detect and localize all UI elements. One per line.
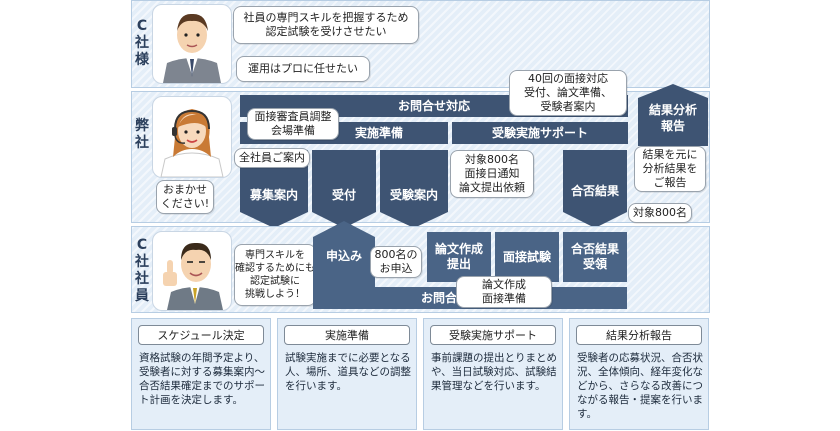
reception-label: 受付 [331,188,356,202]
interview-support-text: 40回の面接対応 受付、論文準備、 受験者案内 [524,72,612,113]
employee-avatar [152,231,232,311]
pass-result-shape [563,150,627,228]
analysis-report-label: 結果分析 報告 [648,103,697,133]
card-preparation: 実施準備 試験実施までに必要となる人、場所、道具などの調整を行います。 [277,318,417,430]
pass-result-label: 合否結果 [570,184,619,198]
employee-label: C 社 社 員 [133,237,151,305]
exam-notice-shape [380,150,448,228]
exam-notice-label: 受験案内 [389,188,438,202]
recruit-notice-label: 募集案内 [249,188,298,202]
result-report-bubble: 結果を元に 分析結果を ご報告 [634,146,706,192]
card-schedule-title: スケジュール決定 [138,325,264,345]
preparation-label: 実施準備 [354,125,403,140]
card-exam-support-title: 受験実施サポート [430,325,556,345]
client-label-1: C [136,18,148,34]
examiner-arrange-bubble: 面接審査員調整 会場準備 [247,108,339,140]
examiner-arrange-text: 面接審査員調整 会場準備 [254,110,332,137]
us-avatar [152,96,232,178]
card-schedule-text: 資格試験の年間予定より、受験者に対する募集案内〜合否結果確定までのサポート計画を… [139,352,265,406]
us-label-1: 弊 [135,118,149,134]
essay-submit-block: 論文作成 提出 [427,232,491,282]
client-need-text: 社員の専門スキルを把握するため 認定試験を受けさせたい [243,11,409,38]
employee-label-2: 社 [135,254,149,270]
card-exam-support: 受験実施サポート 事前課題の提出とりまとめや、当日試験対応、試験結果管理などを行… [423,318,563,430]
employee-label-4: 員 [135,288,149,304]
result-receive-label: 合否結果 受領 [570,242,619,271]
apply-shape [313,221,375,287]
client-leave-text: 運用はプロに任せたい [248,62,358,75]
employee-label-1: C [136,237,148,253]
analysis-report-shape [638,84,708,146]
target-800-notify-bubble: 対象800名 面接日通知 論文提出依頼 [450,150,534,198]
us-leave-bubble: おまかせ ください! [156,180,214,214]
card-analysis-report-title: 結果分析報告 [576,325,702,345]
card-exam-support-text: 事前課題の提出とりまとめや、当日試験対応、試験結果管理などを行います。 [431,352,557,392]
inquiry-support-label: お問合せ対応 [397,98,470,113]
applications-800-bubble: 800名の お申込 [370,246,422,278]
card-analysis-report: 結果分析報告 受験者の応募状況、合否状況、全体傾向、経年変化などから、さらなる改… [569,318,709,430]
client-leave-bubble: 運用はプロに任せたい [236,56,370,82]
interview-exam-block: 面接試験 [495,232,559,282]
all-staff-notice-bubble: 全社員ご案内 [234,148,310,168]
us-leave-text: おまかせ ください! [160,183,210,210]
all-staff-notice-text: 全社員ご案内 [239,151,305,164]
exam-support-label: 受験実施サポート [491,125,588,140]
employee-talk-bubble: 専門スキルを 確認するためにも 認定試験に 挑戦しよう！ [234,244,316,306]
employee-thumbs-up-icon [163,242,223,310]
client-avatar [152,4,232,84]
result-receive-block: 合否結果 受領 [563,232,627,282]
essay-submit-label: 論文作成 提出 [434,242,483,271]
target-800-notify-text: 対象800名 面接日通知 論文提出依頼 [459,153,525,194]
businessman-icon [163,13,221,83]
interview-exam-label: 面接試験 [502,249,551,264]
operator-icon [160,109,224,178]
result-report-text: 結果を元に 分析結果を ご報告 [642,148,698,189]
essay-prep-bubble: 論文作成 面接準備 [456,276,552,308]
us-label: 弊 社 [133,118,151,152]
us-label-2: 社 [135,135,149,151]
client-label-3: 様 [135,52,149,68]
client-label-2: 社 [135,35,149,51]
applications-800-text: 800名の お申込 [374,248,418,275]
target-800-bubble: 対象800名 [628,203,692,223]
card-preparation-text: 試験実施までに必要となる人、場所、道具などの調整を行います。 [285,352,411,392]
apply-label: 申込み [325,249,362,263]
card-preparation-title: 実施準備 [284,325,410,345]
target-800-text: 対象800名 [633,206,687,219]
card-schedule: スケジュール決定 資格試験の年間予定より、受験者に対する募集案内〜合否結果確定ま… [131,318,271,430]
client-need-bubble: 社員の専門スキルを把握するため 認定試験を受けさせたい [233,6,419,44]
card-analysis-report-text: 受験者の応募状況、合否状況、全体傾向、経年変化などから、さらなる改善につながる報… [577,352,703,420]
exam-support-bar: 受験実施サポート [452,122,628,144]
recruit-notice-shape [240,150,308,228]
employee-talk-text: 専門スキルを 確認するためにも 認定試験に 挑戦しよう！ [235,250,315,300]
client-label: C 社 様 [133,18,151,69]
interview-support-bubble: 40回の面接対応 受付、論文準備、 受験者案内 [509,70,627,116]
essay-prep-text: 論文作成 面接準備 [482,278,526,305]
employee-label-3: 社 [135,271,149,287]
reception-shape [312,150,376,228]
